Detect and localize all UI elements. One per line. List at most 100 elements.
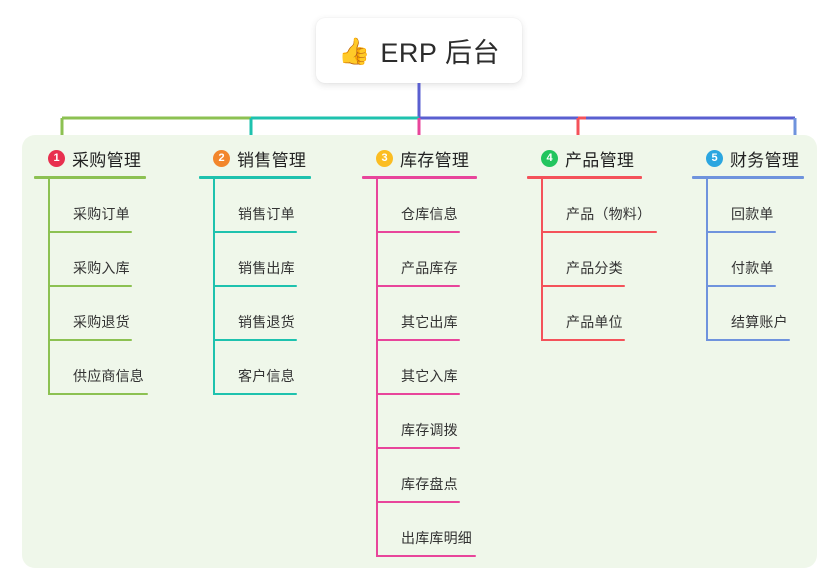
menu-item-label: 产品单位 xyxy=(566,314,623,330)
menu-item[interactable]: 结算账户 xyxy=(692,287,804,341)
menu-item-label: 结算账户 xyxy=(731,314,788,330)
menu-item-rule xyxy=(213,339,297,341)
column-title: 采购管理 xyxy=(72,150,142,170)
column-number-badge: 1 xyxy=(48,149,65,167)
menu-item-label: 库存调拨 xyxy=(401,422,458,438)
menu-item-label: 库存盘点 xyxy=(401,476,458,492)
menu-item[interactable]: 客户信息 xyxy=(199,341,311,395)
column-number-badge: 3 xyxy=(376,149,393,167)
menu-item-label: 产品分类 xyxy=(566,260,623,276)
column-title: 销售管理 xyxy=(237,150,307,170)
column-number-badge: 2 xyxy=(213,149,230,167)
menu-item-label: 销售出库 xyxy=(238,260,295,276)
menu-item-rule xyxy=(376,339,460,341)
menu-item[interactable]: 库存调拨 xyxy=(362,395,477,449)
column-trunk-line xyxy=(48,179,50,395)
menu-item-label: 供应商信息 xyxy=(73,368,144,384)
menu-item-label: 采购退货 xyxy=(73,314,130,330)
column-number-badge: 4 xyxy=(541,149,558,167)
column-trunk-line xyxy=(706,179,708,341)
column-header-4[interactable]: 4 产品管理 xyxy=(527,146,642,170)
menu-item-rule xyxy=(376,393,460,395)
column-trunk-line xyxy=(541,179,543,341)
menu-item[interactable]: 采购订单 xyxy=(34,179,146,233)
menu-item-rule xyxy=(376,285,460,287)
column-items: 回款单付款单结算账户 xyxy=(692,179,804,341)
menu-item-label: 付款单 xyxy=(731,260,774,276)
column-items: 产品（物料） 产品分类产品单位 xyxy=(527,179,657,341)
menu-item[interactable]: 销售出库 xyxy=(199,233,311,287)
menu-item-rule xyxy=(48,231,132,233)
menu-item-rule xyxy=(541,231,657,233)
menu-item-label: 产品（物料） xyxy=(566,206,652,222)
menu-item[interactable]: 供应商信息 xyxy=(34,341,148,395)
menu-item[interactable]: 采购退货 xyxy=(34,287,146,341)
menu-item-label: 销售订单 xyxy=(238,206,295,222)
column-number-badge: 5 xyxy=(706,149,723,167)
menu-item-label: 其它入库 xyxy=(401,368,458,384)
column-header-rule xyxy=(199,176,311,179)
menu-item[interactable]: 其它入库 xyxy=(362,341,477,395)
menu-item-rule xyxy=(376,231,460,233)
menu-item-rule xyxy=(376,501,460,503)
column-trunk-line xyxy=(376,179,378,557)
column-header-rule xyxy=(34,176,146,179)
menu-item[interactable]: 产品分类 xyxy=(527,233,642,287)
root-node-title: ERP 后台 xyxy=(380,38,500,68)
column-财务管理: 5 财务管理回款单付款单结算账户 xyxy=(692,146,804,341)
menu-item-rule xyxy=(213,285,297,287)
menu-item-rule xyxy=(48,339,132,341)
column-header-rule xyxy=(527,176,642,179)
menu-item[interactable]: 仓库信息 xyxy=(362,179,477,233)
column-header-5[interactable]: 5 财务管理 xyxy=(692,146,804,170)
column-items: 销售订单销售出库销售退货客户信息 xyxy=(199,179,311,395)
diagram-panel xyxy=(22,135,817,568)
menu-item[interactable]: 库存盘点 xyxy=(362,449,477,503)
menu-item-rule xyxy=(213,393,297,395)
menu-item-label: 仓库信息 xyxy=(401,206,458,222)
menu-item-label: 销售退货 xyxy=(238,314,295,330)
column-items: 仓库信息产品库存其它出库其它入库库存调拨库存盘点出库库明细 xyxy=(362,179,477,557)
menu-item[interactable]: 销售订单 xyxy=(199,179,311,233)
menu-item-label: 回款单 xyxy=(731,206,774,222)
column-title: 财务管理 xyxy=(730,150,800,170)
column-库存管理: 3 库存管理仓库信息产品库存其它出库其它入库库存调拨库存盘点出库库明细 xyxy=(362,146,477,557)
column-title: 产品管理 xyxy=(565,150,635,170)
menu-item-rule xyxy=(541,339,625,341)
column-采购管理: 1 采购管理采购订单采购入库采购退货供应商信息 xyxy=(34,146,148,395)
menu-item[interactable]: 采购入库 xyxy=(34,233,146,287)
column-销售管理: 2 销售管理销售订单销售出库销售退货客户信息 xyxy=(199,146,311,395)
root-node-card[interactable]: 👍 ERP 后台 xyxy=(316,18,522,83)
column-items: 采购订单采购入库采购退货供应商信息 xyxy=(34,179,148,395)
column-header-rule xyxy=(362,176,477,179)
menu-item-label: 出库库明细 xyxy=(401,530,472,546)
menu-item-rule xyxy=(48,285,132,287)
menu-item-label: 产品库存 xyxy=(401,260,458,276)
menu-item[interactable]: 付款单 xyxy=(692,233,804,287)
menu-item-rule xyxy=(706,231,776,233)
menu-item[interactable]: 回款单 xyxy=(692,179,804,233)
column-header-2[interactable]: 2 销售管理 xyxy=(199,146,311,170)
menu-item-rule xyxy=(376,555,476,557)
menu-item-rule xyxy=(541,285,625,287)
menu-item[interactable]: 产品库存 xyxy=(362,233,477,287)
menu-item-rule xyxy=(706,285,776,287)
column-title: 库存管理 xyxy=(400,150,470,170)
menu-item[interactable]: 出库库明细 xyxy=(362,503,477,557)
menu-item-label: 采购订单 xyxy=(73,206,130,222)
menu-item[interactable]: 产品（物料） xyxy=(527,179,657,233)
menu-item[interactable]: 销售退货 xyxy=(199,287,311,341)
menu-item-rule xyxy=(48,393,148,395)
menu-item-rule xyxy=(376,447,460,449)
menu-item-label: 其它出库 xyxy=(401,314,458,330)
menu-item[interactable]: 产品单位 xyxy=(527,287,642,341)
thumbs-up-icon: 👍 xyxy=(338,35,371,66)
menu-item[interactable]: 其它出库 xyxy=(362,287,477,341)
column-header-3[interactable]: 3 库存管理 xyxy=(362,146,477,170)
column-header-1[interactable]: 1 采购管理 xyxy=(34,146,146,170)
menu-item-label: 采购入库 xyxy=(73,260,130,276)
menu-item-rule xyxy=(213,231,297,233)
column-产品管理: 4 产品管理产品（物料） 产品分类产品单位 xyxy=(527,146,657,341)
menu-item-label: 客户信息 xyxy=(238,368,295,384)
menu-item-rule xyxy=(706,339,790,341)
